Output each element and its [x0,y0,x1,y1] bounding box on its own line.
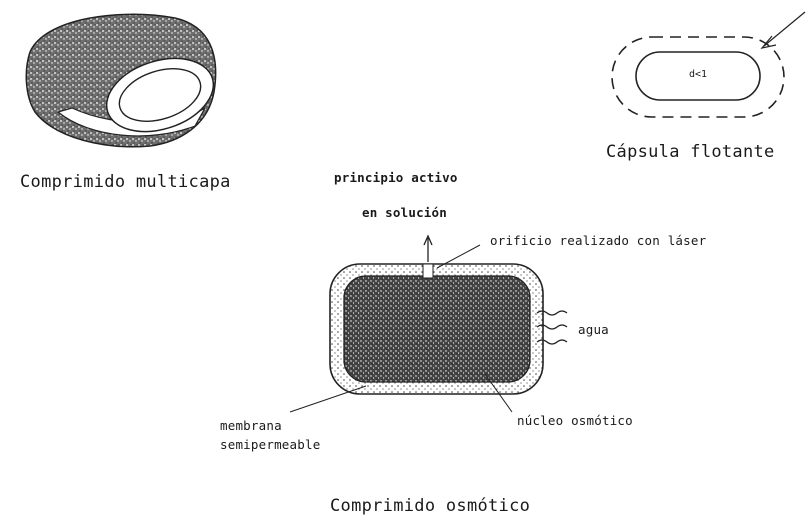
core-label: núcleo osmótico [517,413,633,428]
drug-label-line1: principio activo [334,170,458,185]
multilayer-tablet [25,13,217,148]
density-label: d<1 [689,69,708,80]
floating-caption: Cápsula flotante [606,142,775,162]
membrane-label-line1: membrana [220,418,282,433]
floating-capsule [611,11,806,118]
drug-label-line2: en solución [362,205,447,220]
osmotic-caption: Comprimido osmótico [330,496,531,516]
water-label: agua [578,322,609,337]
laser-orifice-label: orificio realizado con láser [490,233,707,248]
membrane-label-line2: semipermeable [220,437,321,452]
multilayer-caption: Comprimido multicapa [20,172,231,192]
osmotic-tablet [289,234,568,413]
